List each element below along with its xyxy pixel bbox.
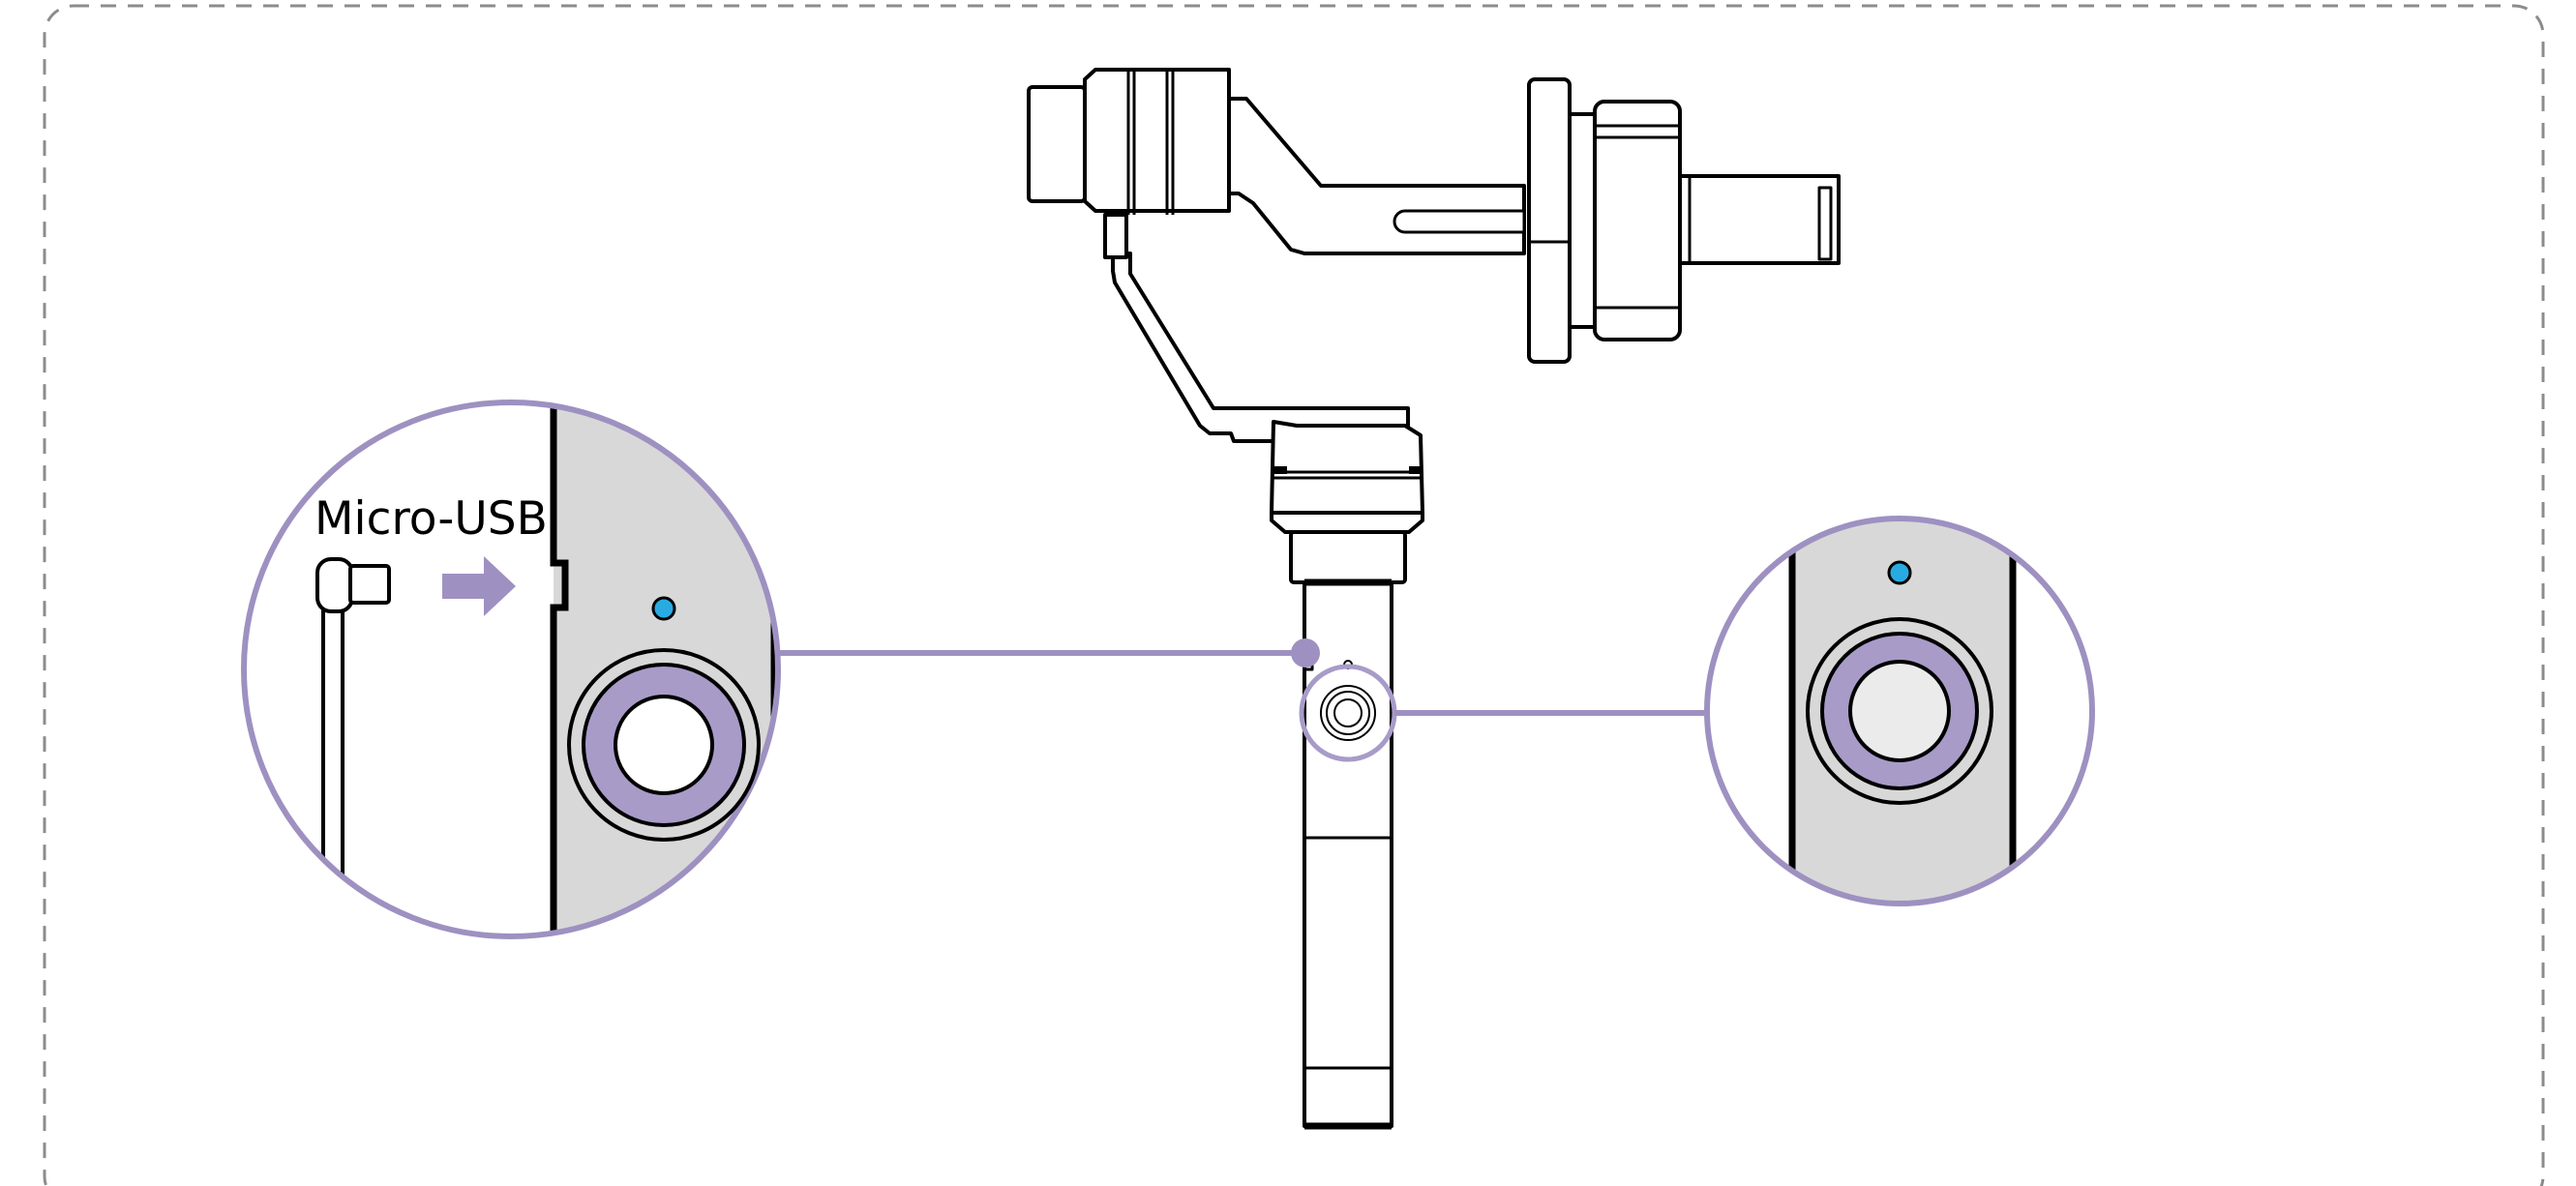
power-button-icon (1806, 617, 1993, 805)
gimbal-illustration (1027, 68, 1841, 1130)
left-motor-body (1083, 68, 1231, 213)
handle (1303, 580, 1393, 1128)
pan-motor-top (1270, 420, 1424, 515)
tilt-arm-slot (1393, 209, 1526, 234)
pan-motor-collar (1289, 530, 1407, 584)
port-highlight-dot (1291, 638, 1320, 667)
roll-arm (1111, 252, 1410, 443)
status-led-icon (651, 596, 676, 621)
camera-shaft (1678, 174, 1841, 265)
dashed-frame (43, 4, 2545, 1186)
power-button-icon (567, 648, 761, 842)
zoom-circle-port: Micro-USB (241, 400, 781, 939)
arrow-right-icon (442, 556, 516, 616)
right-motor-ring (1527, 77, 1572, 364)
zoom-circle-button (1704, 516, 2095, 906)
right-motor-body (1568, 112, 1597, 329)
micro-usb-label: Micro-USB (315, 492, 548, 546)
left-motor-post (1103, 213, 1128, 259)
pan-motor-bottom (1270, 511, 1424, 534)
left-motor-cap (1027, 85, 1087, 203)
status-led-icon (1887, 560, 1912, 585)
